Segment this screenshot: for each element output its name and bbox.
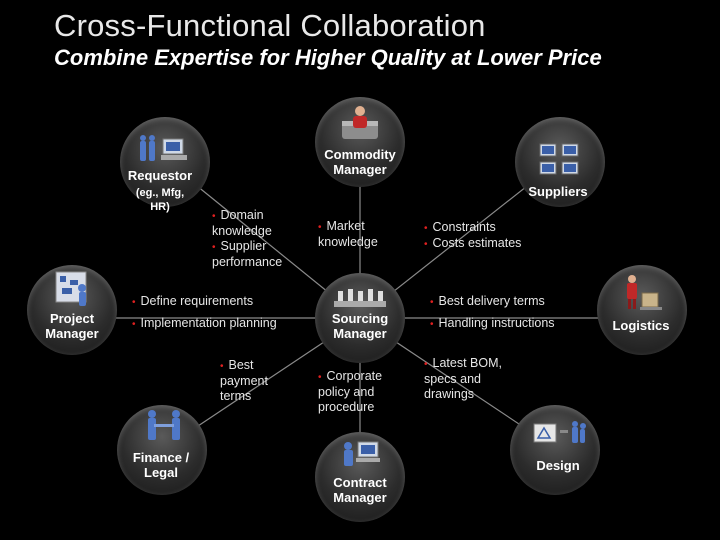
- bullet-item: •Constraints: [424, 220, 496, 234]
- commodity-label: Commodity Manager: [324, 147, 396, 177]
- networked-computers-icon: [539, 143, 579, 175]
- bullet-item: •Corporate policy and procedure: [318, 369, 383, 414]
- bullet-item: •Best payment terms: [220, 358, 268, 403]
- sourcing-label: Sourcing Manager: [331, 311, 389, 341]
- bullet-item: •Implementation planning: [132, 316, 277, 330]
- bullet-item: •Supplier performance: [212, 239, 283, 269]
- bullet-item: •Market knowledge: [318, 219, 378, 249]
- commodity-bullets: •Market knowledge: [318, 219, 408, 250]
- bullet-item: •Define requirements: [132, 294, 254, 308]
- design-label: Design: [536, 458, 580, 473]
- node-requestor: [120, 117, 210, 207]
- assembly-line-icon: [334, 289, 386, 307]
- logistics-bullets: •Best delivery terms •Handling instructi…: [430, 294, 600, 332]
- project-bullets: •Define requirements •Implementation pla…: [132, 294, 312, 332]
- page-title: Cross-Functional Collaboration: [54, 8, 486, 43]
- bullet-item: •Costs estimates: [424, 236, 522, 250]
- requestor-sub-label: (eg., Mfg, HR): [135, 187, 185, 213]
- design-bullets: •Latest BOM, specs and drawings: [424, 356, 524, 402]
- planning-board-icon: [55, 271, 87, 306]
- suppliers-bullets: •Constraints •Costs estimates: [424, 220, 564, 252]
- bullet-item: •Latest BOM, specs and drawings: [424, 356, 502, 401]
- bullet-item: •Best delivery terms: [430, 294, 545, 308]
- logistics-label: Logistics: [612, 318, 670, 333]
- worker-computer-icon: [344, 441, 380, 466]
- handshake-icon: [148, 410, 180, 440]
- node-suppliers: [515, 117, 605, 207]
- node-design: [510, 405, 600, 495]
- design-drawing-icon: [533, 421, 586, 443]
- worker-desk-icon: [342, 106, 378, 139]
- delivery-worker-icon: [627, 275, 662, 310]
- project-label: Project Manager: [45, 311, 99, 341]
- bullet-item: •Handling instructions: [430, 316, 555, 330]
- finance-bullets: •Best payment terms: [220, 358, 292, 404]
- contract-label: Contract Manager: [333, 475, 387, 505]
- requestor-label: Requestor: [127, 168, 193, 183]
- suppliers-label: Suppliers: [528, 184, 588, 199]
- people-computer-icon: [140, 135, 187, 161]
- node-finance: [117, 405, 207, 495]
- bullet-item: •Domain knowledge: [212, 208, 272, 238]
- node-sourcing: [315, 273, 405, 363]
- finance-label: Finance / Legal: [132, 450, 190, 480]
- requestor-bullets: •Domain knowledge •Supplier performance: [212, 208, 312, 270]
- page-subtitle: Combine Expertise for Higher Quality at …: [54, 45, 602, 70]
- contract-bullets: •Corporate policy and procedure: [318, 369, 400, 415]
